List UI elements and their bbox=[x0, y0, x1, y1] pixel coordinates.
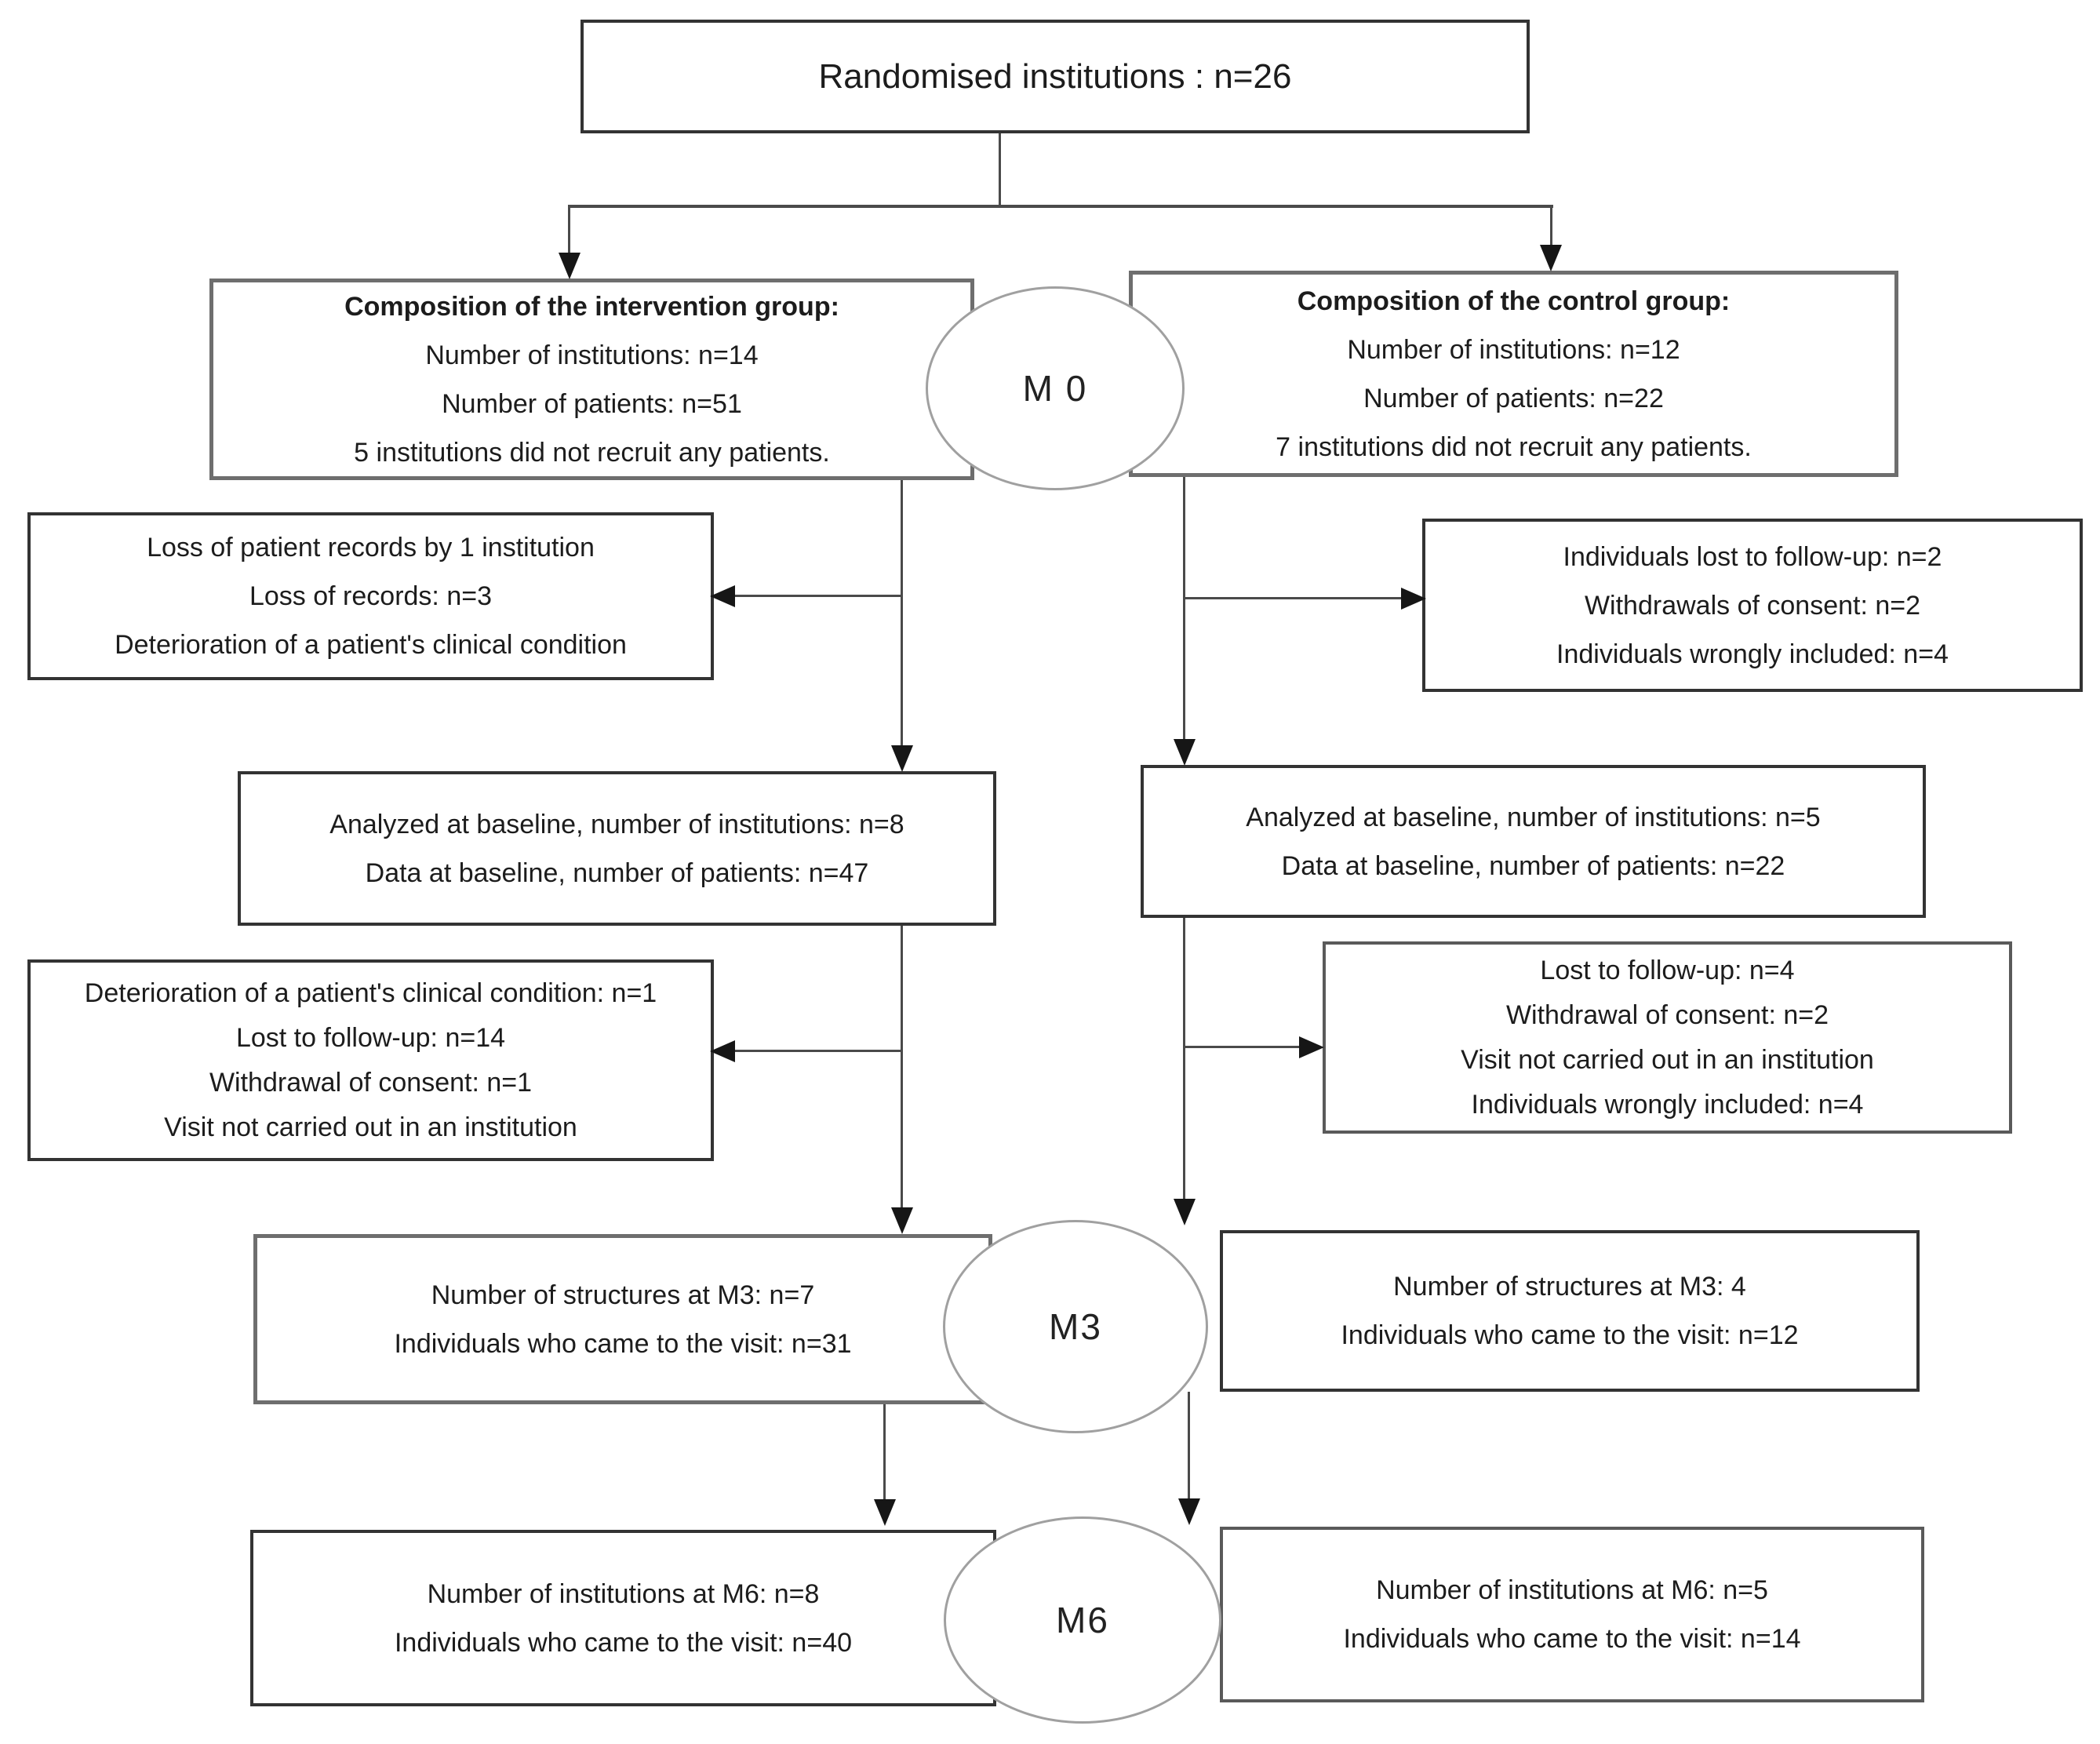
box-line: Individuals wrongly included: n=4 bbox=[1471, 1089, 1864, 1120]
arrow-down bbox=[1174, 1199, 1196, 1225]
m6-intervention-box: Number of institutions at M6: n=8 Indivi… bbox=[250, 1530, 996, 1706]
connector-baseline-right-down bbox=[1183, 918, 1185, 1200]
box-line: Analyzed at baseline, number of institut… bbox=[1246, 802, 1821, 832]
arrow-down bbox=[1174, 739, 1196, 766]
box-line: Randomised institutions : n=26 bbox=[818, 56, 1292, 96]
connector-to-loss-left bbox=[718, 595, 902, 597]
m3-control-box: Number of structures at M3: 4 Individual… bbox=[1220, 1230, 1920, 1392]
intervention-exclusion-box: Deterioration of a patient's clinical co… bbox=[27, 959, 714, 1161]
box-line: Number of institutions at M6: n=5 bbox=[1376, 1575, 1768, 1605]
box-line: Number of patients: n=51 bbox=[442, 388, 742, 419]
m0-ellipse: M 0 bbox=[926, 286, 1185, 490]
connector-baseline-left-down bbox=[901, 926, 903, 1209]
box-line: Analyzed at baseline, number of institut… bbox=[329, 809, 904, 839]
box-line: Number of institutions at M6: n=8 bbox=[427, 1578, 820, 1609]
control-exclusion-box: Lost to follow-up: n=4 Withdrawal of con… bbox=[1323, 941, 2012, 1134]
box-line: Withdrawal of consent: n=2 bbox=[1505, 999, 1829, 1030]
box-line: Number of structures at M3: n=7 bbox=[431, 1280, 815, 1310]
box-line: 7 institutions did not recruit any patie… bbox=[1276, 431, 1752, 462]
arrow-down bbox=[559, 253, 581, 279]
arrow-down bbox=[891, 745, 913, 772]
connector-m3-right-down bbox=[1188, 1392, 1190, 1500]
box-line: Data at baseline, number of patients: n=… bbox=[1281, 850, 1785, 881]
box-line: 5 institutions did not recruit any patie… bbox=[354, 437, 830, 468]
box-line: Deterioration of a patient's clinical co… bbox=[115, 630, 627, 660]
arrow-left bbox=[710, 1040, 735, 1062]
connector-intervention-down bbox=[901, 480, 903, 748]
arrow-down bbox=[1178, 1498, 1200, 1525]
m3-intervention-box: Number of structures at M3: n=7 Individu… bbox=[253, 1234, 992, 1404]
control-group-box: Composition of the control group: Number… bbox=[1129, 271, 1898, 477]
randomised-institutions-box: Randomised institutions : n=26 bbox=[581, 20, 1530, 133]
baseline-control-box: Analyzed at baseline, number of institut… bbox=[1141, 765, 1926, 918]
connector-control-down bbox=[1183, 477, 1185, 742]
m6-control-box: Number of institutions at M6: n=5 Indivi… bbox=[1220, 1527, 1924, 1702]
arrow-down bbox=[891, 1207, 913, 1234]
box-line: Individuals who came to the visit: n=14 bbox=[1343, 1624, 1801, 1654]
intervention-loss-box: Loss of patient records by 1 institution… bbox=[27, 512, 714, 680]
box-line: Number of structures at M3: 4 bbox=[1393, 1272, 1746, 1302]
box-line: Loss of patient records by 1 institution bbox=[147, 533, 595, 563]
connector-trunk-vertical bbox=[999, 133, 1001, 207]
connector-to-excl-right bbox=[1185, 1046, 1301, 1048]
box-line: Visit not carried out in an institution bbox=[1461, 1044, 1874, 1075]
box-line: Number of institutions: n=14 bbox=[425, 340, 759, 370]
box-heading: Composition of the control group: bbox=[1297, 286, 1731, 316]
box-line: Deterioration of a patient's clinical co… bbox=[84, 978, 657, 1008]
box-line: Withdrawals of consent: n=2 bbox=[1584, 590, 1921, 621]
arrow-right bbox=[1401, 588, 1426, 610]
arrow-down bbox=[874, 1499, 896, 1526]
baseline-intervention-box: Analyzed at baseline, number of institut… bbox=[238, 771, 996, 926]
box-line: Loss of records: n=3 bbox=[249, 581, 492, 611]
arrow-right bbox=[1299, 1036, 1324, 1058]
arrow-left bbox=[710, 585, 735, 607]
box-line: Individuals who came to the visit: n=40 bbox=[394, 1627, 853, 1658]
box-line: Individuals who came to the visit: n=31 bbox=[394, 1328, 852, 1359]
box-line: Visit not carried out in an institution bbox=[164, 1112, 577, 1142]
milestone-m0-label: M 0 bbox=[1022, 368, 1088, 409]
box-line: Data at baseline, number of patients: n=… bbox=[365, 857, 869, 888]
box-heading: Composition of the intervention group: bbox=[344, 291, 839, 322]
connector-right-branch bbox=[1550, 205, 1552, 249]
intervention-group-box: Composition of the intervention group: N… bbox=[209, 279, 974, 480]
control-loss-box: Individuals lost to follow-up: n=2 Withd… bbox=[1422, 519, 2083, 692]
m6-ellipse: M6 bbox=[944, 1516, 1221, 1724]
box-line: Number of institutions: n=12 bbox=[1347, 334, 1680, 365]
connector-trunk-horizontal bbox=[570, 205, 1553, 208]
box-line: Individuals who came to the visit: n=12 bbox=[1341, 1320, 1799, 1350]
box-line: Lost to follow-up: n=4 bbox=[1540, 955, 1795, 985]
box-line: Individuals lost to follow-up: n=2 bbox=[1563, 541, 1942, 572]
connector-to-loss-right bbox=[1185, 597, 1403, 599]
m3-ellipse: M3 bbox=[943, 1220, 1208, 1433]
box-line: Withdrawal of consent: n=1 bbox=[209, 1067, 533, 1098]
milestone-m6-label: M6 bbox=[1056, 1600, 1109, 1640]
box-line: Individuals wrongly included: n=4 bbox=[1556, 639, 1949, 669]
connector-left-branch bbox=[568, 205, 570, 255]
arrow-down bbox=[1540, 245, 1562, 271]
box-line: Lost to follow-up: n=14 bbox=[235, 1022, 506, 1053]
box-line: Number of patients: n=22 bbox=[1363, 383, 1664, 413]
milestone-m3-label: M3 bbox=[1049, 1306, 1102, 1347]
connector-m3-left-down bbox=[883, 1404, 886, 1501]
connector-to-excl-left bbox=[718, 1050, 902, 1052]
